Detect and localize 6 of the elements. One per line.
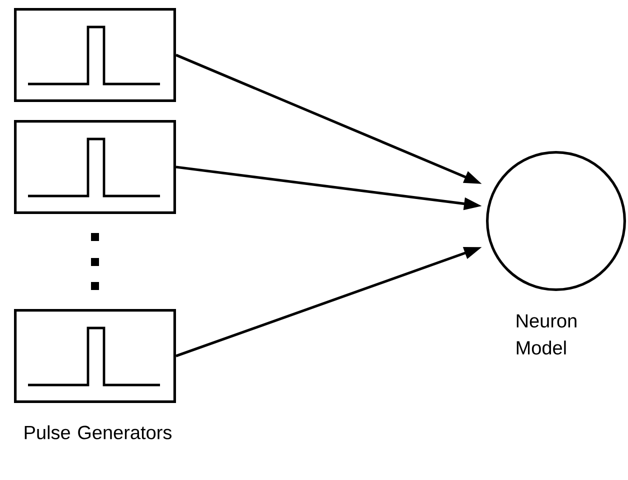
- pulse-generator-box: [14, 309, 176, 403]
- pulse-generator-box: [14, 120, 176, 214]
- pulse-generator-box: [14, 8, 176, 102]
- group-label: Pulse Generators: [24, 425, 172, 440]
- node-caption: Neuron Model: [516, 314, 576, 355]
- circle: [486, 151, 626, 291]
